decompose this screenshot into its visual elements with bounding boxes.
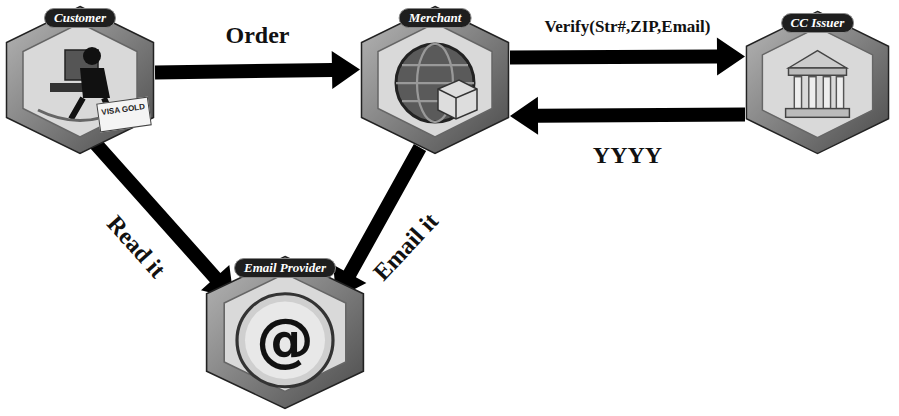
- flow-arrow: [155, 51, 360, 89]
- hexagon-node: CC Issuer: [745, 10, 890, 155]
- email-symbol: @: [256, 306, 314, 374]
- hexagon-node: Email Provider @: [205, 255, 365, 410]
- hexagon-node: Merchant: [360, 5, 510, 155]
- edge-label: Order: [226, 22, 290, 49]
- node-title: Merchant: [399, 8, 472, 28]
- node-title: Customer: [44, 8, 116, 28]
- card-text: VISA GOLD: [96, 97, 151, 133]
- flow-arrow: [510, 38, 745, 76]
- edge-label: YYYY: [593, 142, 662, 169]
- edge-label: Verify(Str#,ZIP,Email): [545, 17, 711, 37]
- node-title: CC Issuer: [781, 13, 855, 33]
- hexagon-node: Customer: [5, 5, 155, 155]
- flow-arrow: [90, 138, 234, 298]
- flow-arrow: [510, 97, 745, 135]
- node-title: Email Provider: [234, 258, 336, 278]
